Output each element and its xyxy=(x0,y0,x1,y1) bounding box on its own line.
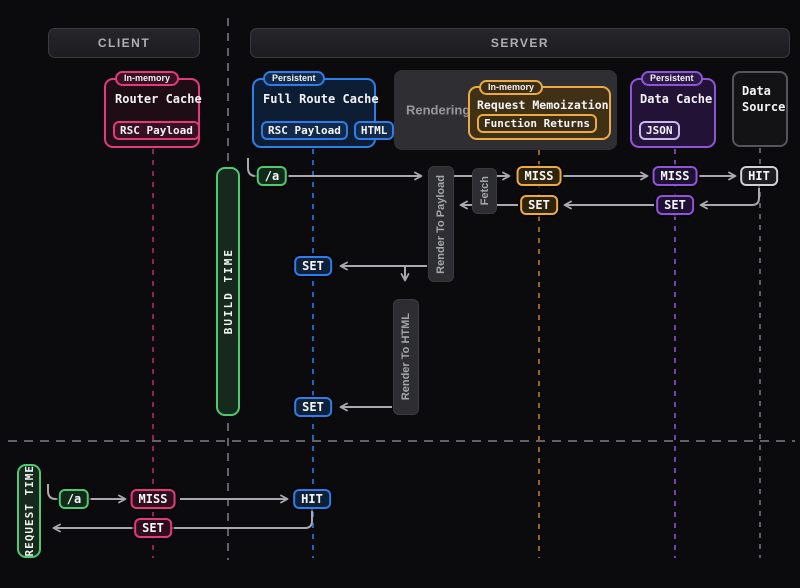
build-html-set-tag: SET xyxy=(294,397,332,417)
html-tag: HTML xyxy=(353,121,395,140)
request-router-set-tag: SET xyxy=(134,518,172,538)
server-lane-header: SERVER xyxy=(250,28,790,58)
request-time-bar: REQUEST TIME xyxy=(17,464,41,558)
client-lane-header: CLIENT xyxy=(48,28,200,58)
render-to-payload-label: Render To Payload xyxy=(435,174,447,274)
build-payload-set-tag: SET xyxy=(294,256,332,276)
rsc-payload-tag: RSC Payload xyxy=(261,121,348,140)
render-to-payload-activity: Render To Payload xyxy=(428,166,454,282)
request-route-tag: /a xyxy=(58,489,90,509)
rsc-payload-tag: RSC Payload xyxy=(113,121,200,140)
full-route-cache-badge: Persistent xyxy=(263,71,325,86)
fetch-activity: Fetch xyxy=(472,168,497,214)
build-source-hit-tag: HIT xyxy=(740,166,778,186)
data-cache-badge: Persistent xyxy=(641,71,703,86)
render-to-html-activity: Render To HTML xyxy=(393,299,419,415)
build-data-cache-set-tag: SET xyxy=(656,195,694,215)
request-route-hit-tag: HIT xyxy=(293,489,331,509)
render-to-html-label: Render To HTML xyxy=(400,313,412,401)
build-time-label: BUILD TIME xyxy=(221,248,235,335)
build-memo-miss-tag: MISS xyxy=(516,166,562,186)
data-source-box: Data Source xyxy=(732,71,788,147)
fetch-label: Fetch xyxy=(478,176,491,206)
build-route-tag: /a xyxy=(256,166,288,186)
build-memo-set-tag: SET xyxy=(520,195,558,215)
router-cache-box: In-memory Router Cache RSC Payload xyxy=(104,71,202,148)
function-returns-tag: Function Returns xyxy=(477,114,597,133)
data-source-line1: Data xyxy=(742,84,771,98)
request-time-label: REQUEST TIME xyxy=(22,465,36,557)
full-route-cache-box: Persistent Full Route Cache RSC Payload … xyxy=(252,71,395,148)
data-cache-box: Persistent Data Cache JSON xyxy=(630,71,716,148)
build-data-cache-miss-tag: MISS xyxy=(652,166,698,186)
full-route-cache-title: Full Route Cache xyxy=(263,92,379,106)
router-cache-badge: In-memory xyxy=(115,71,180,86)
json-tag: JSON xyxy=(639,121,680,140)
build-time-bar: BUILD TIME xyxy=(216,167,240,416)
rendering-title: Rendering xyxy=(406,102,471,118)
request-router-miss-tag: MISS xyxy=(130,489,176,509)
data-cache-title: Data Cache xyxy=(640,92,713,106)
request-memoization-title: Request Memoization xyxy=(477,98,609,112)
data-source-line2: Source xyxy=(742,100,786,114)
router-cache-title: Router Cache xyxy=(115,92,202,106)
request-memoization-box: In-memory Request Memoization Function R… xyxy=(468,80,611,140)
request-memoization-badge: In-memory xyxy=(479,80,544,95)
